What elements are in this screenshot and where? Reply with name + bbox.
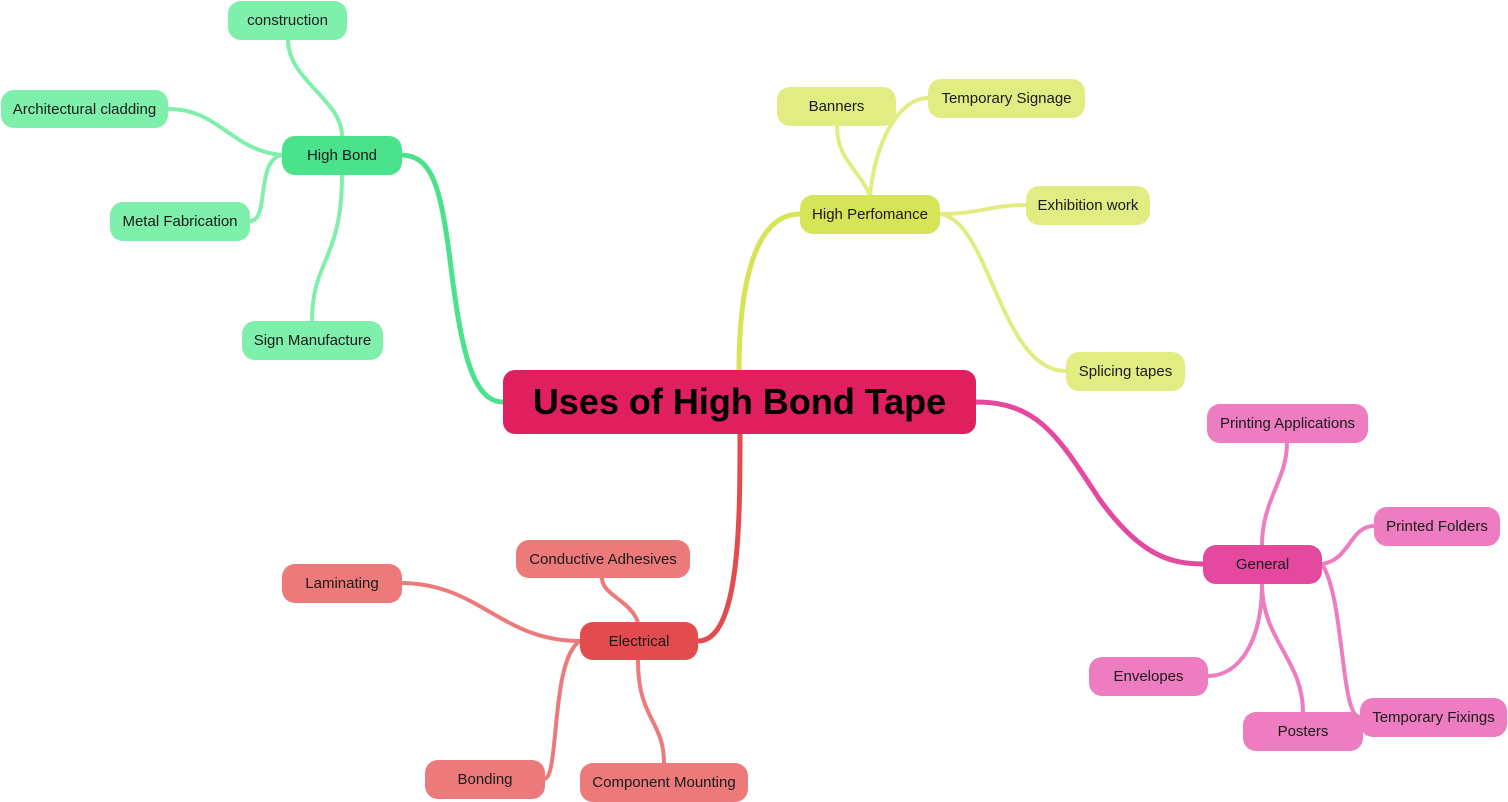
link-high-bond-metal [249,153,283,223]
topic-temporary-fixings[interactable]: Temporary Fixings [1360,698,1507,737]
central-topic[interactable]: Uses of High Bond Tape [503,370,976,434]
link-general-printing [1260,442,1289,546]
link-high-bond-architectural [167,107,283,157]
branch-high-performance[interactable]: High Perfomance [800,195,940,234]
topic-posters[interactable]: Posters [1243,712,1363,751]
link-high-bond-construction [286,39,344,137]
topic-temporary-signage[interactable]: Temporary Signage [928,79,1085,118]
link-hp-banners [835,125,872,197]
topic-architectural-cladding[interactable]: Architectural cladding [1,90,168,128]
topic-envelopes[interactable]: Envelopes [1089,657,1208,696]
topic-metal-fabrication[interactable]: Metal Fabrication [110,202,250,241]
link-general-posters [1260,583,1305,713]
topic-sign-manufacture[interactable]: Sign Manufacture [242,321,383,360]
branch-high-bond[interactable]: High Bond [282,136,402,175]
link-electrical-bonding [543,639,582,781]
topic-laminating[interactable]: Laminating [282,564,402,603]
topic-construction[interactable]: construction [228,1,347,40]
link-central-high-performance [736,211,803,373]
branch-electrical[interactable]: Electrical [580,622,698,660]
link-general-temporary-fixings [1320,562,1361,719]
topic-printed-folders[interactable]: Printed Folders [1374,507,1500,546]
link-central-general [973,399,1206,567]
link-electrical-laminating [399,581,581,643]
link-hp-exhibition [939,203,1027,216]
link-central-high-bond [397,152,506,405]
link-hp-temporary-signage [868,96,929,197]
topic-component-mounting[interactable]: Component Mounting [580,763,748,802]
link-general-folders [1321,524,1375,566]
topic-bonding[interactable]: Bonding [425,760,545,799]
link-electrical-conductive [600,577,640,623]
link-high-bond-sign [310,174,344,322]
link-hp-splicing [939,212,1067,373]
topic-splicing-tapes[interactable]: Splicing tapes [1066,352,1185,391]
topic-banners[interactable]: Banners [777,87,896,126]
topic-exhibition-work[interactable]: Exhibition work [1026,186,1150,225]
link-general-envelopes [1207,583,1264,678]
topic-printing-applications[interactable]: Printing Applications [1207,404,1368,443]
link-electrical-component [636,659,666,764]
topic-conductive-adhesives[interactable]: Conductive Adhesives [516,540,690,578]
branch-general[interactable]: General [1203,545,1322,584]
link-central-electrical [695,431,743,644]
